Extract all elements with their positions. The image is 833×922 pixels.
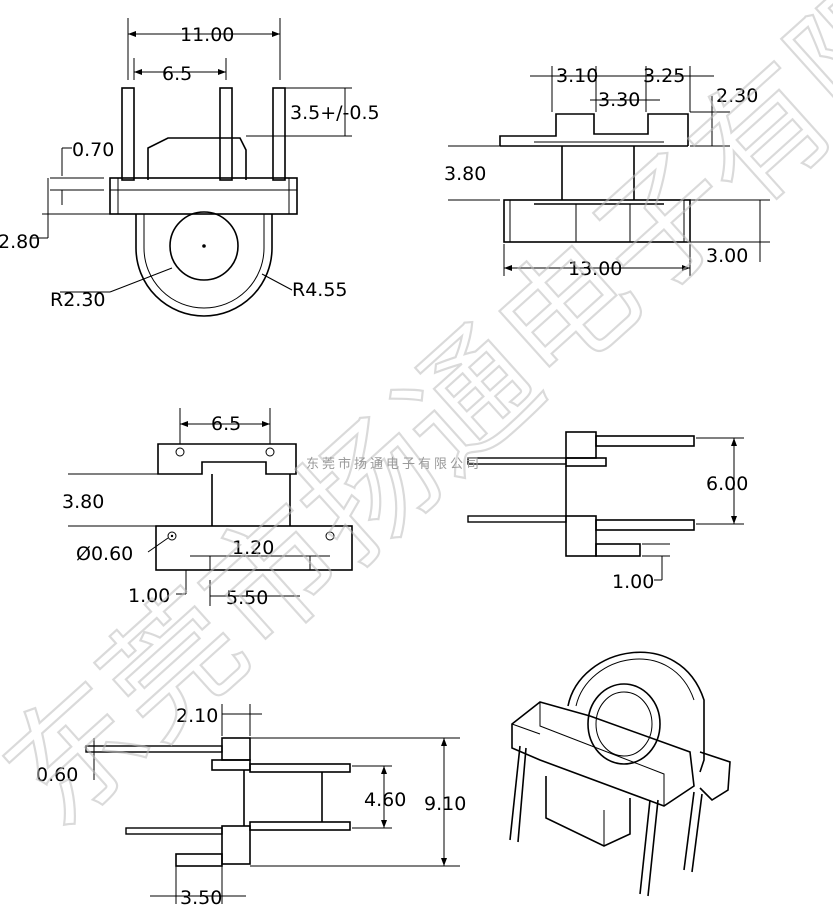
round-body: [135, 214, 273, 317]
dim-3-5: 3.5+/-0.5: [290, 102, 380, 124]
dim-6-5: 6.5: [162, 63, 192, 85]
dim-3-50: 3.50: [180, 887, 222, 909]
pin-top-left: [467, 457, 567, 465]
isometric-view: [509, 651, 731, 897]
dim-6-5-mid: 6.5: [211, 413, 241, 435]
iso-bobbin-outer: [567, 651, 705, 773]
pin-bottom-right: [595, 519, 695, 531]
watermark-small: 东莞市扬通电子有限公司: [306, 456, 482, 472]
dim-4-60: 4.60: [364, 789, 406, 811]
upper-block: [147, 137, 247, 180]
pin-bottom-left: [467, 515, 567, 523]
dim-1-00-mid: 1.00: [128, 585, 170, 607]
upper-flange: [157, 443, 297, 475]
watermark: 东莞市扬通电子有限公司 东莞市扬通电子有限公司: [0, 0, 833, 857]
iso-core-hole: [587, 683, 661, 765]
dim-2-30: 2.30: [716, 85, 758, 107]
dim-6-00: 6.00: [706, 473, 748, 495]
pin-left: [121, 87, 135, 181]
pin-right: [272, 87, 286, 181]
dim-2-10: 2.10: [176, 705, 218, 727]
dim-13-00: 13.00: [568, 258, 622, 280]
middle-right-view: 6.00 1.00: [467, 431, 748, 593]
dim-3-30: 3.30: [598, 89, 640, 111]
dim-9-10: 9.10: [424, 793, 466, 815]
upper-flange: [499, 113, 689, 146]
dim-r4-55: R4.55: [292, 279, 348, 301]
watermark-main: 东莞市扬通电子有限公司: [0, 0, 833, 857]
iso-base: [511, 701, 695, 807]
pin-top: [85, 745, 223, 753]
pin-middle: [219, 87, 233, 181]
lower-flange: [155, 525, 353, 571]
bottom-left-view: 2.10 0.60 4.60 9.10 3.50: [36, 704, 466, 909]
dim-3-80-mid: 3.80: [62, 491, 104, 513]
dim-1-20: 1.20: [232, 537, 274, 559]
dim-1-00-right: 1.00: [612, 571, 654, 593]
dim-11-00: 11.00: [180, 24, 234, 46]
dim-0-6: 0.60: [36, 764, 78, 786]
core-hole: [169, 211, 239, 281]
dim-3-00: 3.00: [706, 245, 748, 267]
pin-bottom: [125, 827, 223, 835]
top-left-front-view: 11.00 6.5 3.5+/-0.5 0.70 2.80 R2.30 R4.5…: [0, 18, 380, 317]
iso-lower-block: [545, 776, 631, 847]
base: [109, 177, 298, 215]
dim-r2-30: R2.30: [50, 289, 106, 311]
dim-3-25: 3.25: [643, 65, 685, 87]
lower-flange: [503, 199, 691, 243]
dim-5-50: 5.50: [226, 587, 268, 609]
dim-2-80: 2.80: [0, 231, 40, 253]
dim-hole-0-60: Ø0.60: [76, 543, 133, 565]
dim-3-80: 3.80: [444, 163, 486, 185]
pin-top-right: [595, 435, 695, 447]
dim-0-70: 0.70: [72, 139, 114, 161]
dim-3-10: 3.10: [556, 65, 598, 87]
top-right-side-view: 3.10 3.25 3.30 2.30 3.80 3.00 13.00: [444, 65, 770, 280]
middle-left-view: 6.5 3.80 Ø0.60 1.20 1.00 5.50: [62, 408, 353, 609]
